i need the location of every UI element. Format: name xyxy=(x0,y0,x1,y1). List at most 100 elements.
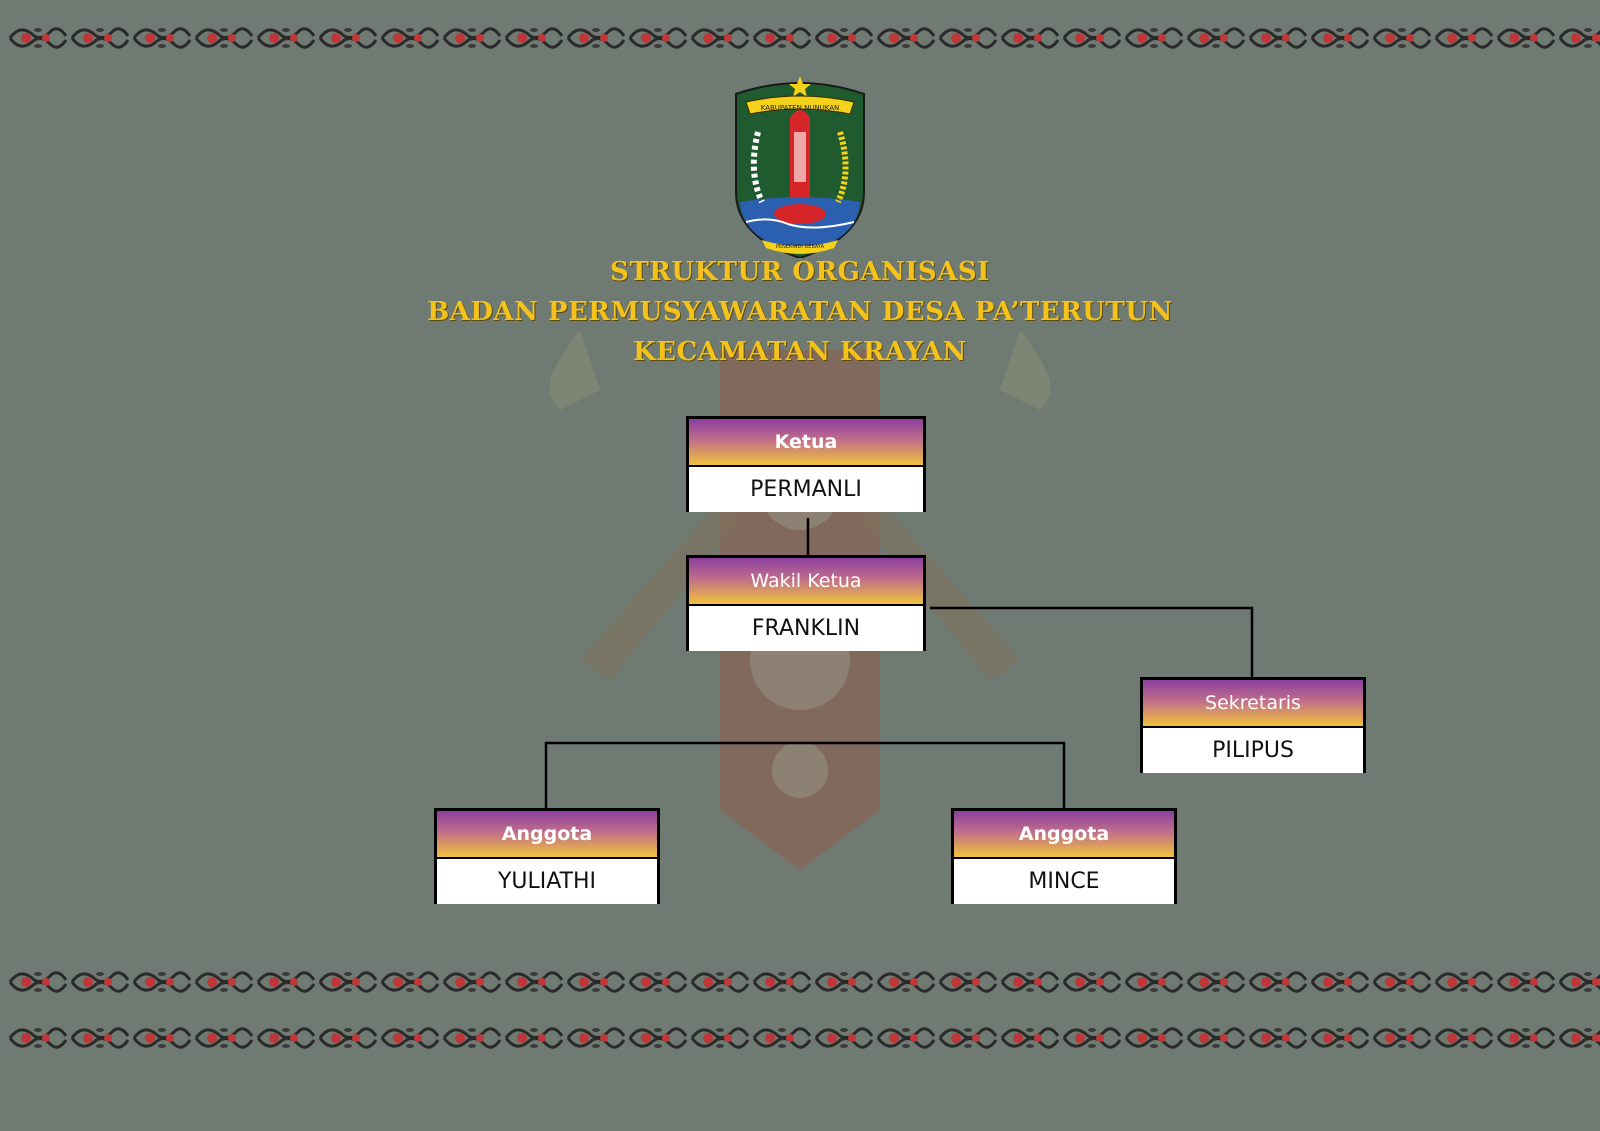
ornament-motif xyxy=(1000,27,1060,49)
ornament-motif xyxy=(814,27,874,49)
ornament-motif xyxy=(132,971,192,993)
ornament-motif xyxy=(1186,971,1246,993)
ornament-motif xyxy=(876,1027,936,1049)
ornament-motif xyxy=(380,971,440,993)
ornament-motif xyxy=(1434,27,1494,49)
ornament-motif xyxy=(70,971,130,993)
ornament-motif xyxy=(1434,971,1494,993)
title-line-3: KECAMATAN KRAYAN xyxy=(633,337,967,367)
node-role-label: Anggota xyxy=(437,811,657,857)
ornament-motif xyxy=(1000,971,1060,993)
node-person-name: PERMANLI xyxy=(689,467,923,512)
ornament-motif xyxy=(8,971,68,993)
ornament-motif xyxy=(876,971,936,993)
ornament-motif xyxy=(1558,28,1600,48)
ornament-motif xyxy=(1124,1027,1184,1049)
ornament-motif xyxy=(628,971,688,993)
ornament-motif xyxy=(1186,1027,1246,1049)
node-role-label: Ketua xyxy=(689,419,923,465)
node-role-label: Anggota xyxy=(954,811,1174,857)
bottom-ornament-border-1 xyxy=(8,971,1600,993)
ornament-motif xyxy=(504,27,564,49)
emblem-banner-bottom: PENEKINDI DEBAYA xyxy=(776,244,825,250)
ornament-motif xyxy=(70,1027,130,1049)
ornament-motif xyxy=(690,971,750,993)
ornament-motif xyxy=(1062,27,1122,49)
top-ornament-border xyxy=(8,27,1600,49)
ornament-motif xyxy=(194,1027,254,1049)
node-wakil-ketua: Wakil Ketua FRANKLIN xyxy=(686,555,926,651)
ornament-motif xyxy=(1248,27,1308,49)
ornament-motif xyxy=(1248,1027,1308,1049)
ornament-motif xyxy=(938,27,998,49)
title-line-1: STRUKTUR ORGANISASI xyxy=(610,257,990,287)
ornament-motif xyxy=(1000,1027,1060,1049)
ornament-motif xyxy=(752,971,812,993)
connector-anggota-bar xyxy=(544,741,1066,810)
connector-wakil-sekretaris xyxy=(930,606,1254,678)
ornament-motif xyxy=(504,971,564,993)
node-sekretaris: Sekretaris PILIPUS xyxy=(1140,677,1366,773)
ornament-motif xyxy=(256,27,316,49)
ornament-motif xyxy=(194,27,254,49)
node-person-name: MINCE xyxy=(954,859,1174,904)
node-ketua: Ketua PERMANLI xyxy=(686,416,926,512)
ornament-motif xyxy=(1558,1028,1600,1048)
ornament-motif xyxy=(1248,971,1308,993)
node-person-name: PILIPUS xyxy=(1143,728,1363,773)
ornament-motif xyxy=(938,1027,998,1049)
ornament-motif xyxy=(1124,971,1184,993)
ornament-motif xyxy=(752,1027,812,1049)
ornament-motif xyxy=(8,27,68,49)
ornament-motif xyxy=(504,1027,564,1049)
ornament-motif xyxy=(70,27,130,49)
ornament-motif xyxy=(1310,971,1370,993)
ornament-motif xyxy=(814,1027,874,1049)
ornament-motif xyxy=(1062,1027,1122,1049)
ornament-motif xyxy=(380,1027,440,1049)
ornament-motif xyxy=(318,27,378,49)
ornament-motif xyxy=(1558,972,1600,992)
ornament-motif xyxy=(690,1027,750,1049)
ornament-motif xyxy=(256,971,316,993)
page-title: STRUKTUR ORGANISASI BADAN PERMUSYAWARATA… xyxy=(300,252,1300,372)
bottom-ornament-border-2 xyxy=(8,1027,1600,1049)
ornament-motif xyxy=(318,1027,378,1049)
ornament-motif xyxy=(380,27,440,49)
ornament-motif xyxy=(442,1027,502,1049)
ornament-motif xyxy=(690,27,750,49)
kabupaten-nunukan-emblem: KABUPATEN NUNUKAN PENEKINDI DEBAYA xyxy=(735,76,865,258)
ornament-motif xyxy=(1496,971,1556,993)
ornament-motif xyxy=(8,1027,68,1049)
node-person-name: FRANKLIN xyxy=(689,606,923,651)
ornament-motif xyxy=(132,1027,192,1049)
ornament-motif xyxy=(566,971,626,993)
ornament-motif xyxy=(1372,1027,1432,1049)
ornament-motif xyxy=(1372,971,1432,993)
ornament-motif xyxy=(1310,1027,1370,1049)
ornament-motif xyxy=(1434,1027,1494,1049)
ornament-motif xyxy=(566,1027,626,1049)
ornament-motif xyxy=(256,1027,316,1049)
node-anggota-2: Anggota MINCE xyxy=(951,808,1177,904)
ornament-motif xyxy=(1496,1027,1556,1049)
emblem-banner-top: KABUPATEN NUNUKAN xyxy=(761,104,840,112)
ornament-motif xyxy=(194,971,254,993)
ornament-motif xyxy=(1124,27,1184,49)
ornament-motif xyxy=(1186,27,1246,49)
node-person-name: YULIATHI xyxy=(437,859,657,904)
node-role-label: Wakil Ketua xyxy=(689,558,923,604)
ornament-motif xyxy=(1310,27,1370,49)
ornament-motif xyxy=(442,971,502,993)
ornament-motif xyxy=(814,971,874,993)
node-anggota-1: Anggota YULIATHI xyxy=(434,808,660,904)
title-line-2: BADAN PERMUSYAWARATAN DESA PA’TERUTUN xyxy=(427,297,1173,327)
ornament-motif xyxy=(628,1027,688,1049)
ornament-motif xyxy=(1372,27,1432,49)
ornament-motif xyxy=(628,27,688,49)
ornament-motif xyxy=(442,27,502,49)
ornament-motif xyxy=(1496,27,1556,49)
ornament-motif xyxy=(132,27,192,49)
ornament-motif xyxy=(566,27,626,49)
